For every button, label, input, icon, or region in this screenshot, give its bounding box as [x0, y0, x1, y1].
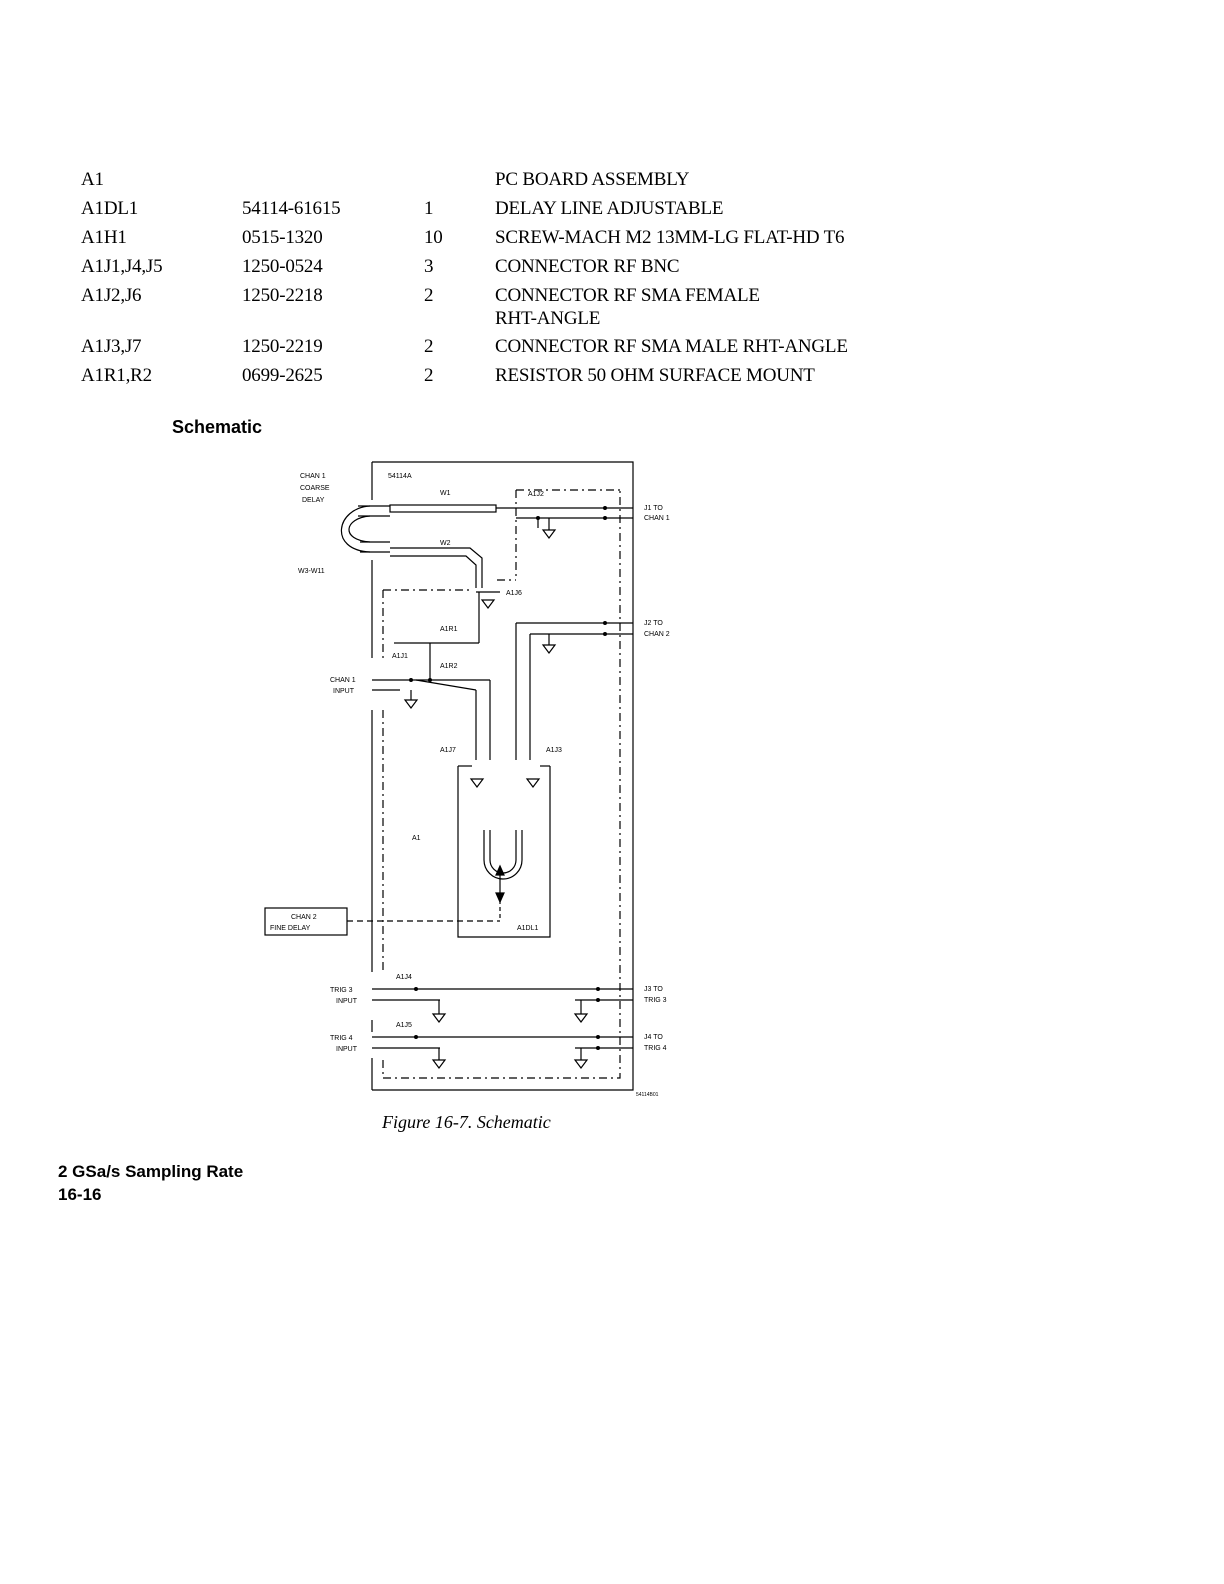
label-w3-w11: W3-W11	[298, 568, 325, 575]
label-trig4-1: TRIG 4	[330, 1035, 353, 1042]
label-chan1-coarse-1: CHAN 1	[300, 473, 326, 480]
description-line-2: RHT-ANGLE	[495, 308, 601, 329]
description: CONNECTOR RF SMA MALE RHT-ANGLE	[495, 336, 848, 357]
label-a1r1: A1R1	[440, 626, 458, 633]
quantity: 10	[424, 227, 443, 248]
ref-designator: A1	[81, 169, 104, 190]
part-number: 1250-2219	[242, 336, 323, 357]
label-chan2-fine-2: FINE DELAY	[270, 925, 311, 932]
label-model: 54114A	[388, 473, 412, 480]
section-title: Schematic	[172, 417, 263, 437]
label-a1j6: A1J6	[506, 590, 522, 597]
part-number: 0699-2625	[242, 365, 323, 386]
part-number: 1250-2218	[242, 285, 323, 306]
quantity: 1	[424, 198, 434, 219]
label-a1j3: A1J3	[546, 747, 562, 754]
part-number: 0515-1320	[242, 227, 323, 248]
quantity: 2	[424, 336, 434, 357]
label-a1j5: A1J5	[396, 1022, 412, 1029]
coax-w2	[390, 547, 483, 575]
ref-designator: A1DL1	[81, 198, 139, 219]
label-chan1-coarse-2: COARSE	[300, 485, 330, 492]
description: RESISTOR 50 OHM SURFACE MOUNT	[495, 365, 815, 386]
label-j2-1: J2 TO	[644, 620, 663, 627]
delay-line-box	[457, 766, 551, 938]
label-a1dl1: A1DL1	[517, 925, 539, 932]
description: CONNECTOR RF SMA FEMALE	[495, 285, 760, 306]
board-outline	[372, 461, 634, 1091]
delay-loop	[340, 505, 371, 553]
label-a1r2: A1R2	[440, 663, 458, 670]
label-j2-2: CHAN 2	[644, 631, 670, 638]
quantity: 2	[424, 365, 434, 386]
page-number: 16-16	[58, 1185, 102, 1204]
part-number: 1250-0524	[242, 256, 323, 277]
label-a1j1: A1J1	[392, 653, 408, 660]
ref-designator: A1H1	[81, 227, 127, 248]
label-a1: A1	[412, 835, 421, 842]
label-w1: W1	[440, 490, 451, 497]
label-drawing-number: 54114B01	[636, 1092, 659, 1098]
ref-designator: A1J2,J6	[81, 285, 142, 306]
label-chan2-fine-1: CHAN 2	[291, 914, 317, 921]
label-chan1-input-2: INPUT	[333, 688, 355, 695]
label-trig3-1: TRIG 3	[330, 987, 353, 994]
description: CONNECTOR RF BNC	[495, 256, 680, 277]
label-j3-1: J3 TO	[644, 986, 663, 993]
description: PC BOARD ASSEMBLY	[495, 169, 690, 190]
description: DELAY LINE ADJUSTABLE	[495, 198, 724, 219]
label-trig4-2: INPUT	[336, 1046, 358, 1053]
label-trig3-2: INPUT	[336, 998, 358, 1005]
ref-designator: A1J1,J4,J5	[81, 256, 163, 277]
footer-section-title: 2 GSa/s Sampling Rate	[58, 1162, 244, 1181]
ref-designator: A1R1,R2	[81, 365, 152, 386]
label-w2: W2	[440, 540, 451, 547]
quantity: 3	[424, 256, 434, 277]
label-j4-2: TRIG 4	[644, 1045, 667, 1052]
label-a1j4: A1J4	[396, 974, 412, 981]
label-j1-1: J1 TO	[644, 505, 663, 512]
label-a1j2: A1J2	[528, 491, 544, 498]
label-chan1-input-1: CHAN 1	[330, 677, 356, 684]
coax-w1	[389, 504, 497, 513]
quantity: 2	[424, 285, 434, 306]
label-a1j7: A1J7	[440, 747, 456, 754]
figure-caption: Figure 16-7. Schematic	[382, 1112, 551, 1132]
label-j1-2: CHAN 1	[644, 515, 670, 522]
label-j3-2: TRIG 3	[644, 997, 667, 1004]
label-j4-1: J4 TO	[644, 1034, 663, 1041]
part-number: 54114-61615	[242, 198, 341, 219]
description: SCREW-MACH M2 13MM-LG FLAT-HD T6	[495, 227, 845, 248]
ref-designator: A1J3,J7	[81, 336, 142, 357]
label-chan1-coarse-3: DELAY	[302, 497, 325, 504]
